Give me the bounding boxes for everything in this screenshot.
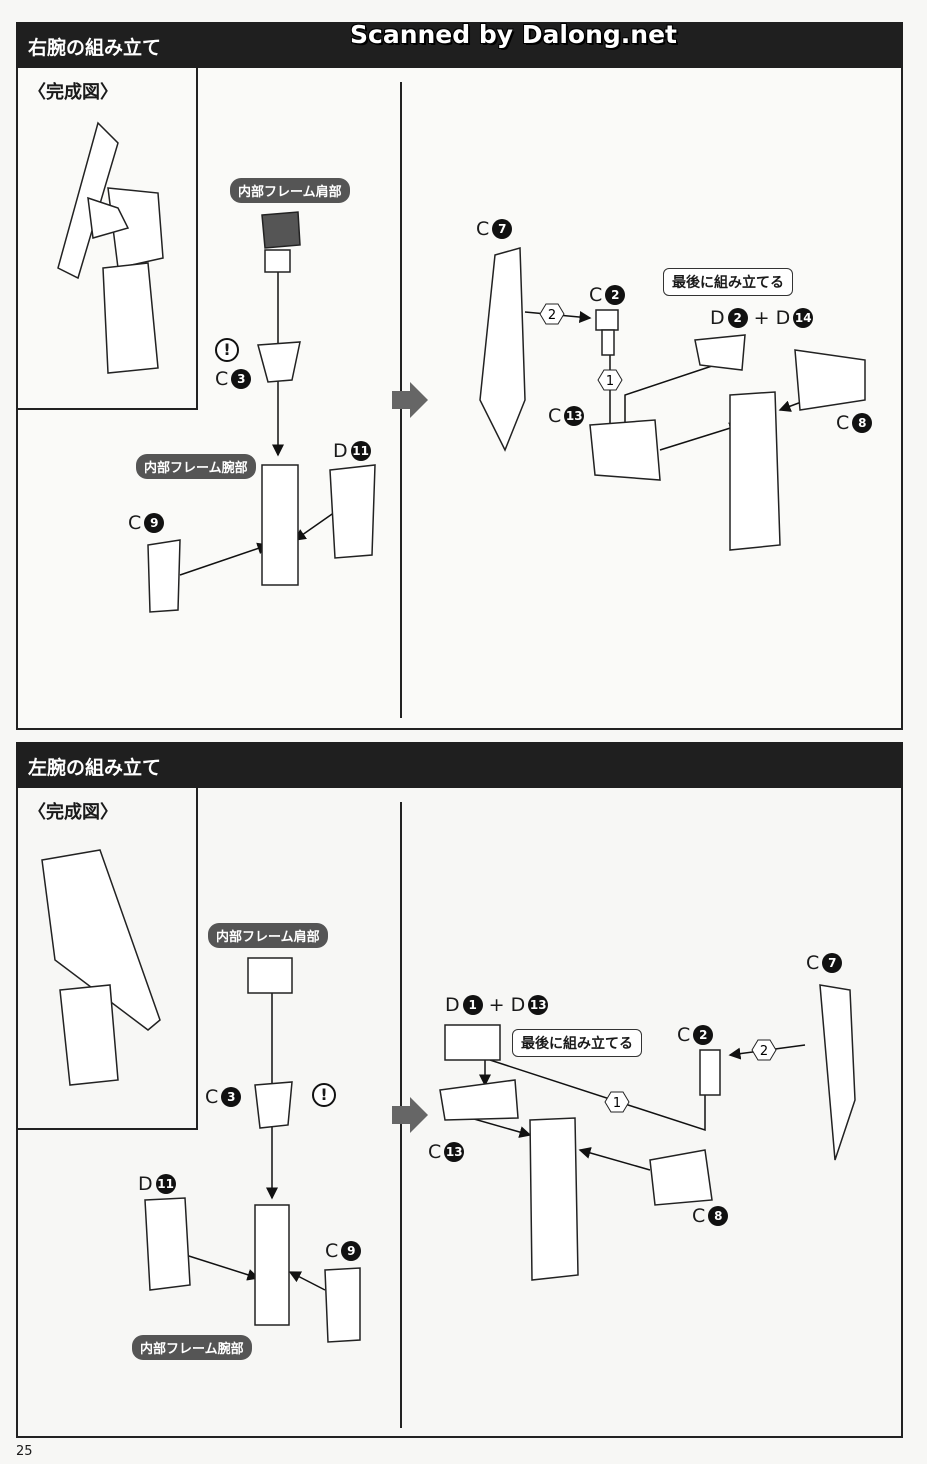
section-title: 右腕の組み立て <box>28 37 162 59</box>
watermark: Scanned by Dalong.net <box>350 20 678 49</box>
flow-arrow-icon <box>392 382 428 418</box>
section-header-left-arm: 左腕の組み立て <box>16 742 903 788</box>
completed-label: 〈完成図〉 <box>28 82 118 103</box>
flow-arrow-icon <box>392 1097 428 1133</box>
completed-view-box: 〈完成図〉 <box>18 788 198 1130</box>
inner-frame-arm-label: 内部フレーム腕部 <box>132 1335 252 1360</box>
page-number: 25 <box>16 1444 33 1459</box>
assemble-last-callout: 最後に組み立てる <box>663 268 793 296</box>
completed-label: 〈完成図〉 <box>28 802 118 823</box>
step-1-label: 1 <box>606 374 614 389</box>
step-1-label: 1 <box>613 1096 621 1111</box>
caution-icon: ! <box>312 1083 336 1107</box>
inner-frame-shoulder-label: 内部フレーム肩部 <box>230 178 350 203</box>
section-title: 左腕の組み立て <box>28 757 162 779</box>
step-2-label: 2 <box>760 1044 768 1059</box>
step-2-label: 2 <box>548 308 556 323</box>
inner-frame-shoulder-label: 内部フレーム肩部 <box>208 923 328 948</box>
inner-frame-arm-label: 内部フレーム腕部 <box>136 454 256 479</box>
completed-arm-illustration <box>57 121 164 374</box>
section-header-right-arm: 右腕の組み立て <box>16 22 903 68</box>
completed-view-box: 〈完成図〉 <box>18 68 198 410</box>
caution-icon: ! <box>215 338 239 362</box>
assemble-last-callout: 最後に組み立てる <box>512 1029 642 1057</box>
